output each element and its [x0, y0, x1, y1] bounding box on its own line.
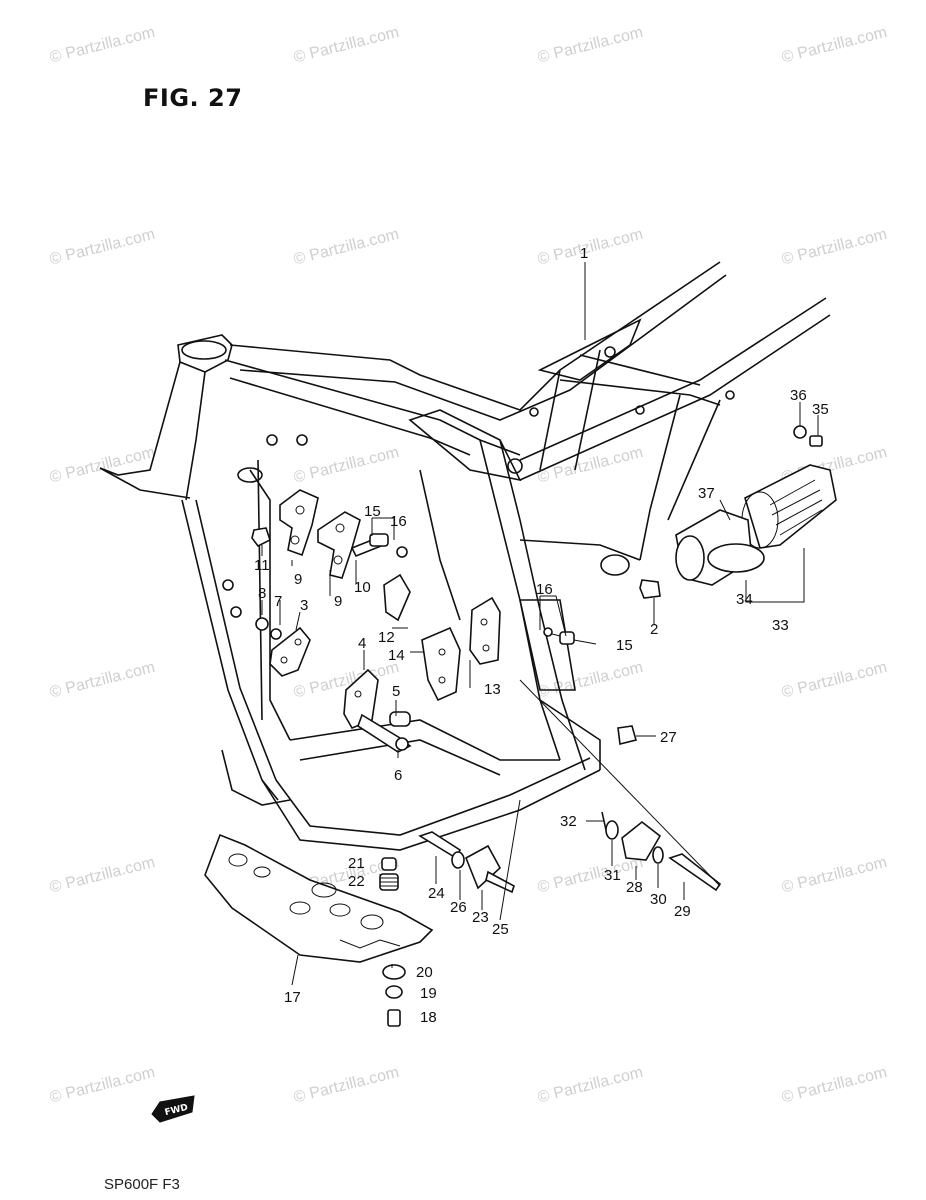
washer-30[interactable]: [652, 846, 664, 864]
callout-9-right: 9: [334, 593, 342, 610]
callout-1: 1: [580, 245, 588, 262]
bolt-29[interactable]: [668, 853, 722, 892]
engine-mount-bracket-9-right[interactable]: [317, 511, 361, 579]
bolt-15-upper[interactable]: [369, 533, 389, 547]
callout-6: 6: [394, 767, 402, 784]
callout-labels: 1 2 3 4 5 6 7 8 9 9 10 11 12 13 14 15 15…: [254, 245, 829, 1026]
callout-5: 5: [392, 683, 400, 700]
callout-29: 29: [674, 903, 691, 920]
callout-34: 34: [736, 591, 753, 608]
nut-11[interactable]: [251, 527, 271, 548]
callout-25: 25: [492, 921, 509, 938]
engine-mount-bracket-9-left[interactable]: [279, 489, 319, 557]
bracket-12[interactable]: [383, 573, 411, 622]
callout-15-upper: 15: [364, 503, 381, 520]
stud-25[interactable]: [485, 870, 515, 894]
callout-21: 21: [348, 855, 365, 872]
spring-22[interactable]: [379, 873, 399, 891]
callout-37: 37: [698, 485, 715, 502]
skid-plate-17[interactable]: [204, 833, 434, 963]
bracket-3[interactable]: [269, 626, 311, 677]
spacer-5[interactable]: [389, 711, 411, 727]
bolt-18[interactable]: [387, 1009, 401, 1027]
ring-34[interactable]: [707, 543, 765, 573]
callout-20: 20: [416, 964, 433, 981]
rear-cover-33[interactable]: [741, 464, 837, 549]
bolt-24[interactable]: [418, 831, 462, 860]
nut-27[interactable]: [617, 725, 637, 745]
callout-35: 35: [812, 401, 829, 418]
callout-4: 4: [358, 635, 366, 652]
callout-9-left: 9: [294, 571, 302, 588]
washer-26[interactable]: [451, 851, 465, 869]
callout-23: 23: [472, 909, 489, 926]
leader-lines: [261, 262, 819, 986]
callout-11: 11: [254, 557, 270, 574]
main-frame[interactable]: [99, 261, 831, 851]
bolt-6[interactable]: [357, 713, 412, 753]
nut-16-upper[interactable]: [396, 546, 408, 558]
callout-14: 14: [388, 647, 405, 664]
callout-3: 3: [300, 597, 308, 614]
model-code: SP600F F3: [104, 1176, 180, 1193]
nut-8[interactable]: [255, 617, 269, 631]
washer-7[interactable]: [270, 628, 282, 640]
callout-18: 18: [420, 1009, 437, 1026]
screw-35[interactable]: [809, 435, 823, 447]
callout-16-upper: 16: [390, 513, 407, 530]
callout-30: 30: [650, 891, 667, 908]
callout-33: 33: [772, 617, 789, 634]
callout-22: 22: [348, 873, 365, 890]
callout-8: 8: [258, 585, 266, 602]
callout-7: 7: [274, 593, 282, 610]
nut-2[interactable]: [639, 579, 661, 599]
washer-36[interactable]: [793, 425, 807, 439]
nut-16-right[interactable]: [543, 627, 553, 637]
bracket-4[interactable]: [343, 668, 379, 730]
callout-10: 10: [354, 579, 371, 596]
bracket-14[interactable]: [421, 626, 461, 702]
callout-17: 17: [284, 989, 301, 1006]
callout-27: 27: [660, 729, 677, 746]
callout-36: 36: [790, 387, 807, 404]
damper-28[interactable]: [621, 820, 662, 861]
collar-21[interactable]: [381, 857, 397, 871]
callout-24: 24: [428, 885, 445, 902]
callout-32: 32: [560, 813, 577, 830]
forward-arrow-icon: FWD: [151, 1095, 195, 1123]
callout-16-right: 16: [536, 581, 553, 598]
callout-12: 12: [378, 629, 395, 646]
nut-19[interactable]: [385, 985, 403, 999]
callout-2: 2: [650, 621, 658, 638]
bracket-13[interactable]: [469, 596, 501, 665]
washer-31[interactable]: [605, 820, 619, 840]
callout-31: 31: [604, 867, 621, 884]
callout-28: 28: [626, 879, 643, 896]
bushing-23[interactable]: [464, 844, 502, 890]
figure-title: FIG. 27: [143, 84, 243, 112]
callout-26: 26: [450, 899, 467, 916]
washer-20[interactable]: [382, 964, 406, 980]
callout-13: 13: [484, 681, 501, 698]
callout-15-right: 15: [616, 637, 633, 654]
callout-19: 19: [420, 985, 437, 1002]
